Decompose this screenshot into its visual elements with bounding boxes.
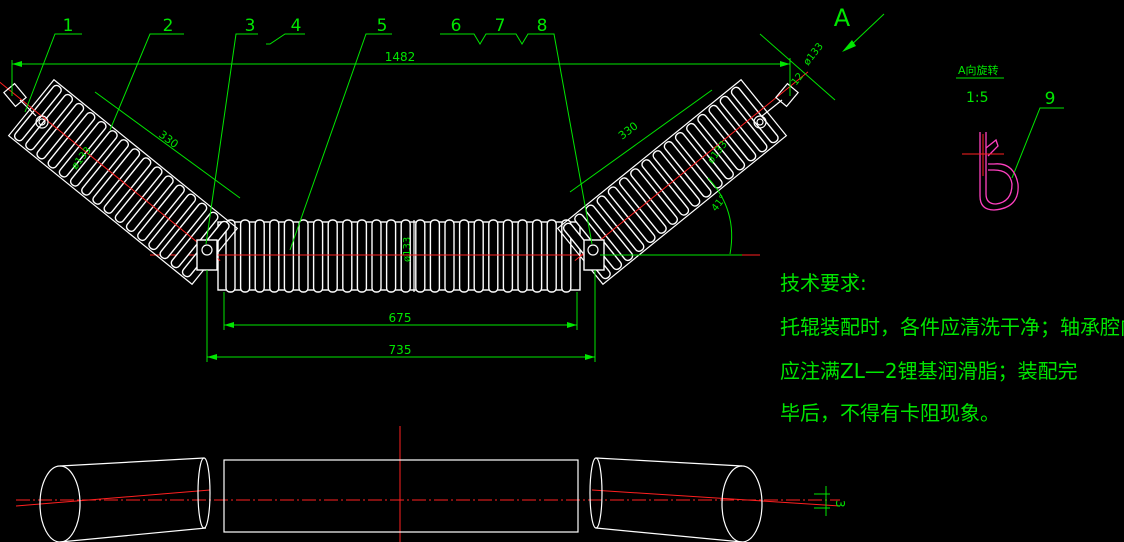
part-label-9: 9 (1045, 89, 1056, 109)
roller-fin (488, 219, 499, 293)
roller-fin (385, 219, 397, 293)
detail-scale: 1:5 (966, 90, 989, 106)
roller-fin (502, 219, 514, 293)
dimension-bottom-offset: 3 (814, 486, 847, 516)
roller-fin (517, 219, 528, 293)
part-label-4: 4 (291, 16, 302, 36)
bottom-left-roller (39, 457, 211, 542)
roller-fin (458, 219, 470, 293)
detail-title: A向旋转 (958, 63, 999, 77)
roller-fin (444, 219, 455, 293)
dim-left-330: 330 (156, 128, 181, 151)
roller-fin (312, 219, 324, 293)
dim-675: 675 (389, 311, 412, 325)
roller-fin (473, 219, 484, 293)
roller-fin (327, 219, 338, 293)
part-label-3: 3 (245, 16, 256, 36)
dim-735: 735 (389, 343, 412, 357)
left-axis-line (0, 71, 221, 262)
right-axis-line (574, 71, 809, 262)
notes-line-2: 应注满ZL—2锂基润滑脂；装配完 (780, 359, 1078, 383)
roller-fin (342, 219, 353, 293)
bottom-left-axis (15, 489, 211, 507)
roller-fin (546, 219, 557, 293)
roller-fin (429, 219, 441, 293)
view-arrow (842, 13, 885, 52)
bottom-center-roller (223, 459, 579, 533)
part-label-6: 6 (451, 16, 462, 36)
dimension-overall: 1482 (11, 50, 791, 96)
roller-fin (371, 219, 382, 293)
roller-fin (356, 219, 368, 293)
view-marker-label: A (834, 4, 851, 32)
dim-right-330: 330 (616, 119, 641, 142)
leader-lines (24, 33, 1064, 251)
left-wing-roller (0, 71, 239, 286)
dimension-735: 735 (206, 270, 596, 362)
part-label-5: 5 (377, 16, 388, 36)
roller-fin (254, 219, 265, 293)
left-joint (196, 239, 218, 271)
part-label-2: 2 (163, 16, 174, 36)
part-label-8: 8 (537, 16, 548, 36)
roller-fin (269, 219, 280, 293)
roller-fin (531, 219, 543, 293)
dimension-675: 675 (223, 292, 578, 330)
part-label-7: 7 (495, 16, 506, 36)
notes-title: 技术要求: (780, 271, 867, 295)
roller-fin (225, 219, 236, 293)
part-label-1: 1 (63, 16, 74, 36)
dim-top-right-dia: ø133 (802, 41, 826, 68)
dim-1482: 1482 (385, 50, 416, 64)
notes-line-3: 毕后，不得有卡阻现象。 (780, 401, 1000, 425)
bottom-right-axis (591, 489, 841, 507)
roller-fin (415, 219, 426, 293)
dim-angle: 41° (710, 193, 730, 214)
dim-bottom-offset: 3 (833, 500, 847, 508)
left-end-bracket (3, 82, 49, 129)
right-wing-roller (556, 71, 809, 286)
roller-fin (400, 219, 411, 293)
dim-center-dia: ø133 (402, 237, 413, 262)
center-roller (217, 219, 581, 293)
hook-detail (962, 132, 1019, 211)
roller-fin (283, 219, 295, 293)
roller-fin (298, 219, 309, 293)
notes-line-1: 托辊装配时，各件应清洗干净；轴承腔内 (780, 315, 1124, 339)
roller-fin (561, 219, 572, 293)
bottom-right-roller (589, 457, 763, 542)
roller-fin (239, 219, 251, 293)
right-end-bracket (753, 82, 799, 129)
